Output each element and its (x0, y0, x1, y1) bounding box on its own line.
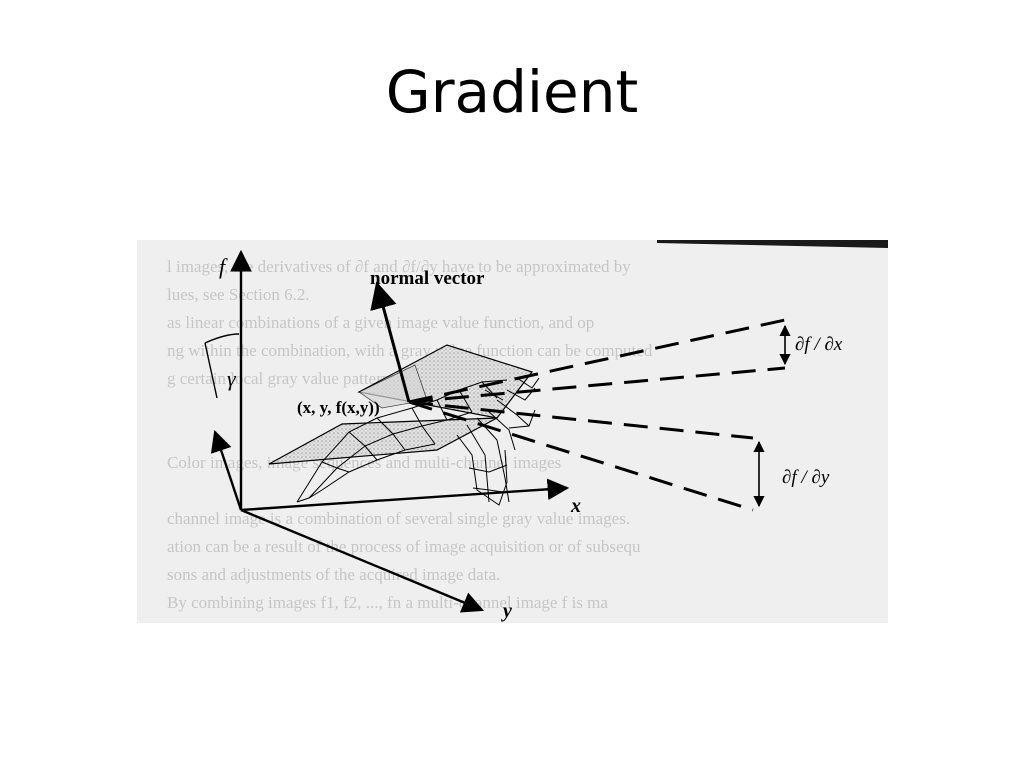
slide-title: Gradient (385, 58, 639, 126)
background-text: l images, the derivatives of ∂f and ∂f/∂… (167, 257, 653, 612)
df-dx-label: ∂f / ∂x (795, 334, 843, 355)
surface-mesh (296, 377, 540, 506)
normal-vector-label: normal vector (370, 268, 485, 289)
df-dy-label: ∂f / ∂y (782, 467, 830, 488)
gamma-angle (204, 333, 240, 399)
background-text-line: channel image is a combination of severa… (167, 509, 630, 528)
background-text-line: g certain local gray value patterns. (167, 369, 401, 388)
background-text-line: as linear combinations of a given image … (167, 313, 594, 332)
y-axis-label: y (501, 600, 512, 622)
background-text-line: Color images, image sequences and multi-… (167, 453, 561, 472)
scan-edge (657, 240, 888, 248)
point-label: (x, y, f(x,y)) (297, 398, 380, 417)
x-axis-arrow (240, 478, 570, 512)
background-text-line: ation can be a result of the process of … (167, 537, 641, 556)
gradient-diagram-svg: l images, the derivatives of ∂f and ∂f/∂… (167, 240, 888, 622)
background-text-line: By combining images f1, f2, ..., fn a mu… (167, 593, 608, 612)
background-text-line: lues, see Section 6.2. (167, 285, 310, 304)
coordinate-axes (210, 249, 570, 613)
background-text-line: l images, the derivatives of ∂f and ∂f/∂… (167, 257, 631, 276)
gradient-direction-arrow (210, 429, 243, 511)
gradient-diagram: l images, the derivatives of ∂f and ∂f/∂… (137, 240, 888, 623)
tangent-plane (268, 344, 533, 465)
x-axis-label: x (570, 495, 581, 517)
background-text-line: sons and adjustments of the acquired ima… (167, 565, 500, 584)
background-text-line: ng within the combination, with a gray v… (167, 341, 653, 360)
normal-vector-arrow (370, 281, 411, 403)
dashed-projection-lines (408, 318, 786, 512)
y-axis-arrow (240, 508, 484, 613)
f-axis-label: f (219, 254, 228, 279)
gamma-label: γ (227, 366, 237, 391)
